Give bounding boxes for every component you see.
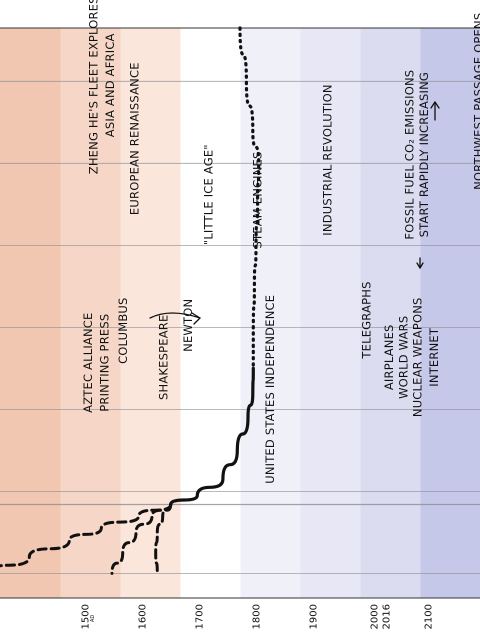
year-gridlines xyxy=(0,80,480,574)
x-tick-label: 1800 xyxy=(252,604,263,629)
annotation-label: SHAKESPEARE xyxy=(156,315,170,400)
x-tick-label: 2016 xyxy=(382,604,393,629)
past-temperature-line xyxy=(238,26,261,370)
x-tick-label: 1500 xyxy=(81,604,92,629)
pointer-arrow xyxy=(149,312,201,319)
annotation-arrows xyxy=(149,101,440,325)
scenario-projection-line xyxy=(0,503,173,568)
temperature-band xyxy=(0,28,61,598)
annotation-label: NUCLEAR WEAPONS xyxy=(411,297,425,417)
x-tick-label: 1900 xyxy=(309,604,320,629)
x-tick-label: 1700 xyxy=(195,604,206,629)
annotation-label: AIRPLANES xyxy=(382,324,396,390)
x-tick-label: 1600 xyxy=(138,604,149,629)
pointer-arrow xyxy=(416,262,424,269)
annotation-label: FOSSIL FUEL CO₂ EMISSIONS xyxy=(402,70,416,240)
temperature-band xyxy=(420,28,480,598)
scenario-projection-line xyxy=(154,503,173,575)
pointer-arrow xyxy=(430,101,440,109)
annotation-label: START RAPIDLY INCREASING xyxy=(417,72,431,237)
annotation-label: STEAM ENGINES xyxy=(251,152,265,249)
x-tick-label: 2000 xyxy=(370,604,381,629)
scenario-projection-line xyxy=(110,503,173,575)
annotation-label: EUROPEAN RENAISSANCE xyxy=(128,62,142,215)
temperature-series xyxy=(0,26,261,575)
temperature-band xyxy=(60,28,121,598)
x-tick-label: 2100 xyxy=(424,604,435,629)
measured-temperature-line xyxy=(169,366,255,507)
era-suffix: AD xyxy=(90,615,96,622)
annotation-label: INDUSTRIAL REVOLUTION xyxy=(320,84,334,235)
annotation-label: COLUMBUS xyxy=(116,297,130,363)
annotation-label: UNITED STATES INDEPENDENCE xyxy=(263,295,277,484)
annotation-label: ASIA AND AFRICA xyxy=(103,33,117,137)
pointer-arrow xyxy=(191,312,201,325)
annotation-label: "LITTLE ICE AGE" xyxy=(201,144,215,245)
annotation-label: NORTHWEST PASSAGE OPENS xyxy=(471,13,480,190)
annotation-label: NEWTON xyxy=(181,299,195,352)
temperature-band xyxy=(300,28,361,598)
annotation-label: TELEGRAPHS xyxy=(360,281,374,359)
annotation-label: INTERNET xyxy=(427,327,441,387)
annotation-label: PRINTING PRESS xyxy=(97,314,111,412)
temperature-band xyxy=(180,28,241,598)
annotation-label: AZTEC ALLIANCE xyxy=(81,313,95,413)
annotation-label: ZHENG HE'S FLEET EXPLORES xyxy=(87,0,101,174)
temperature-band xyxy=(240,28,301,598)
annotation-label: WORLD WARS xyxy=(397,316,411,399)
temperature-band xyxy=(360,28,421,598)
